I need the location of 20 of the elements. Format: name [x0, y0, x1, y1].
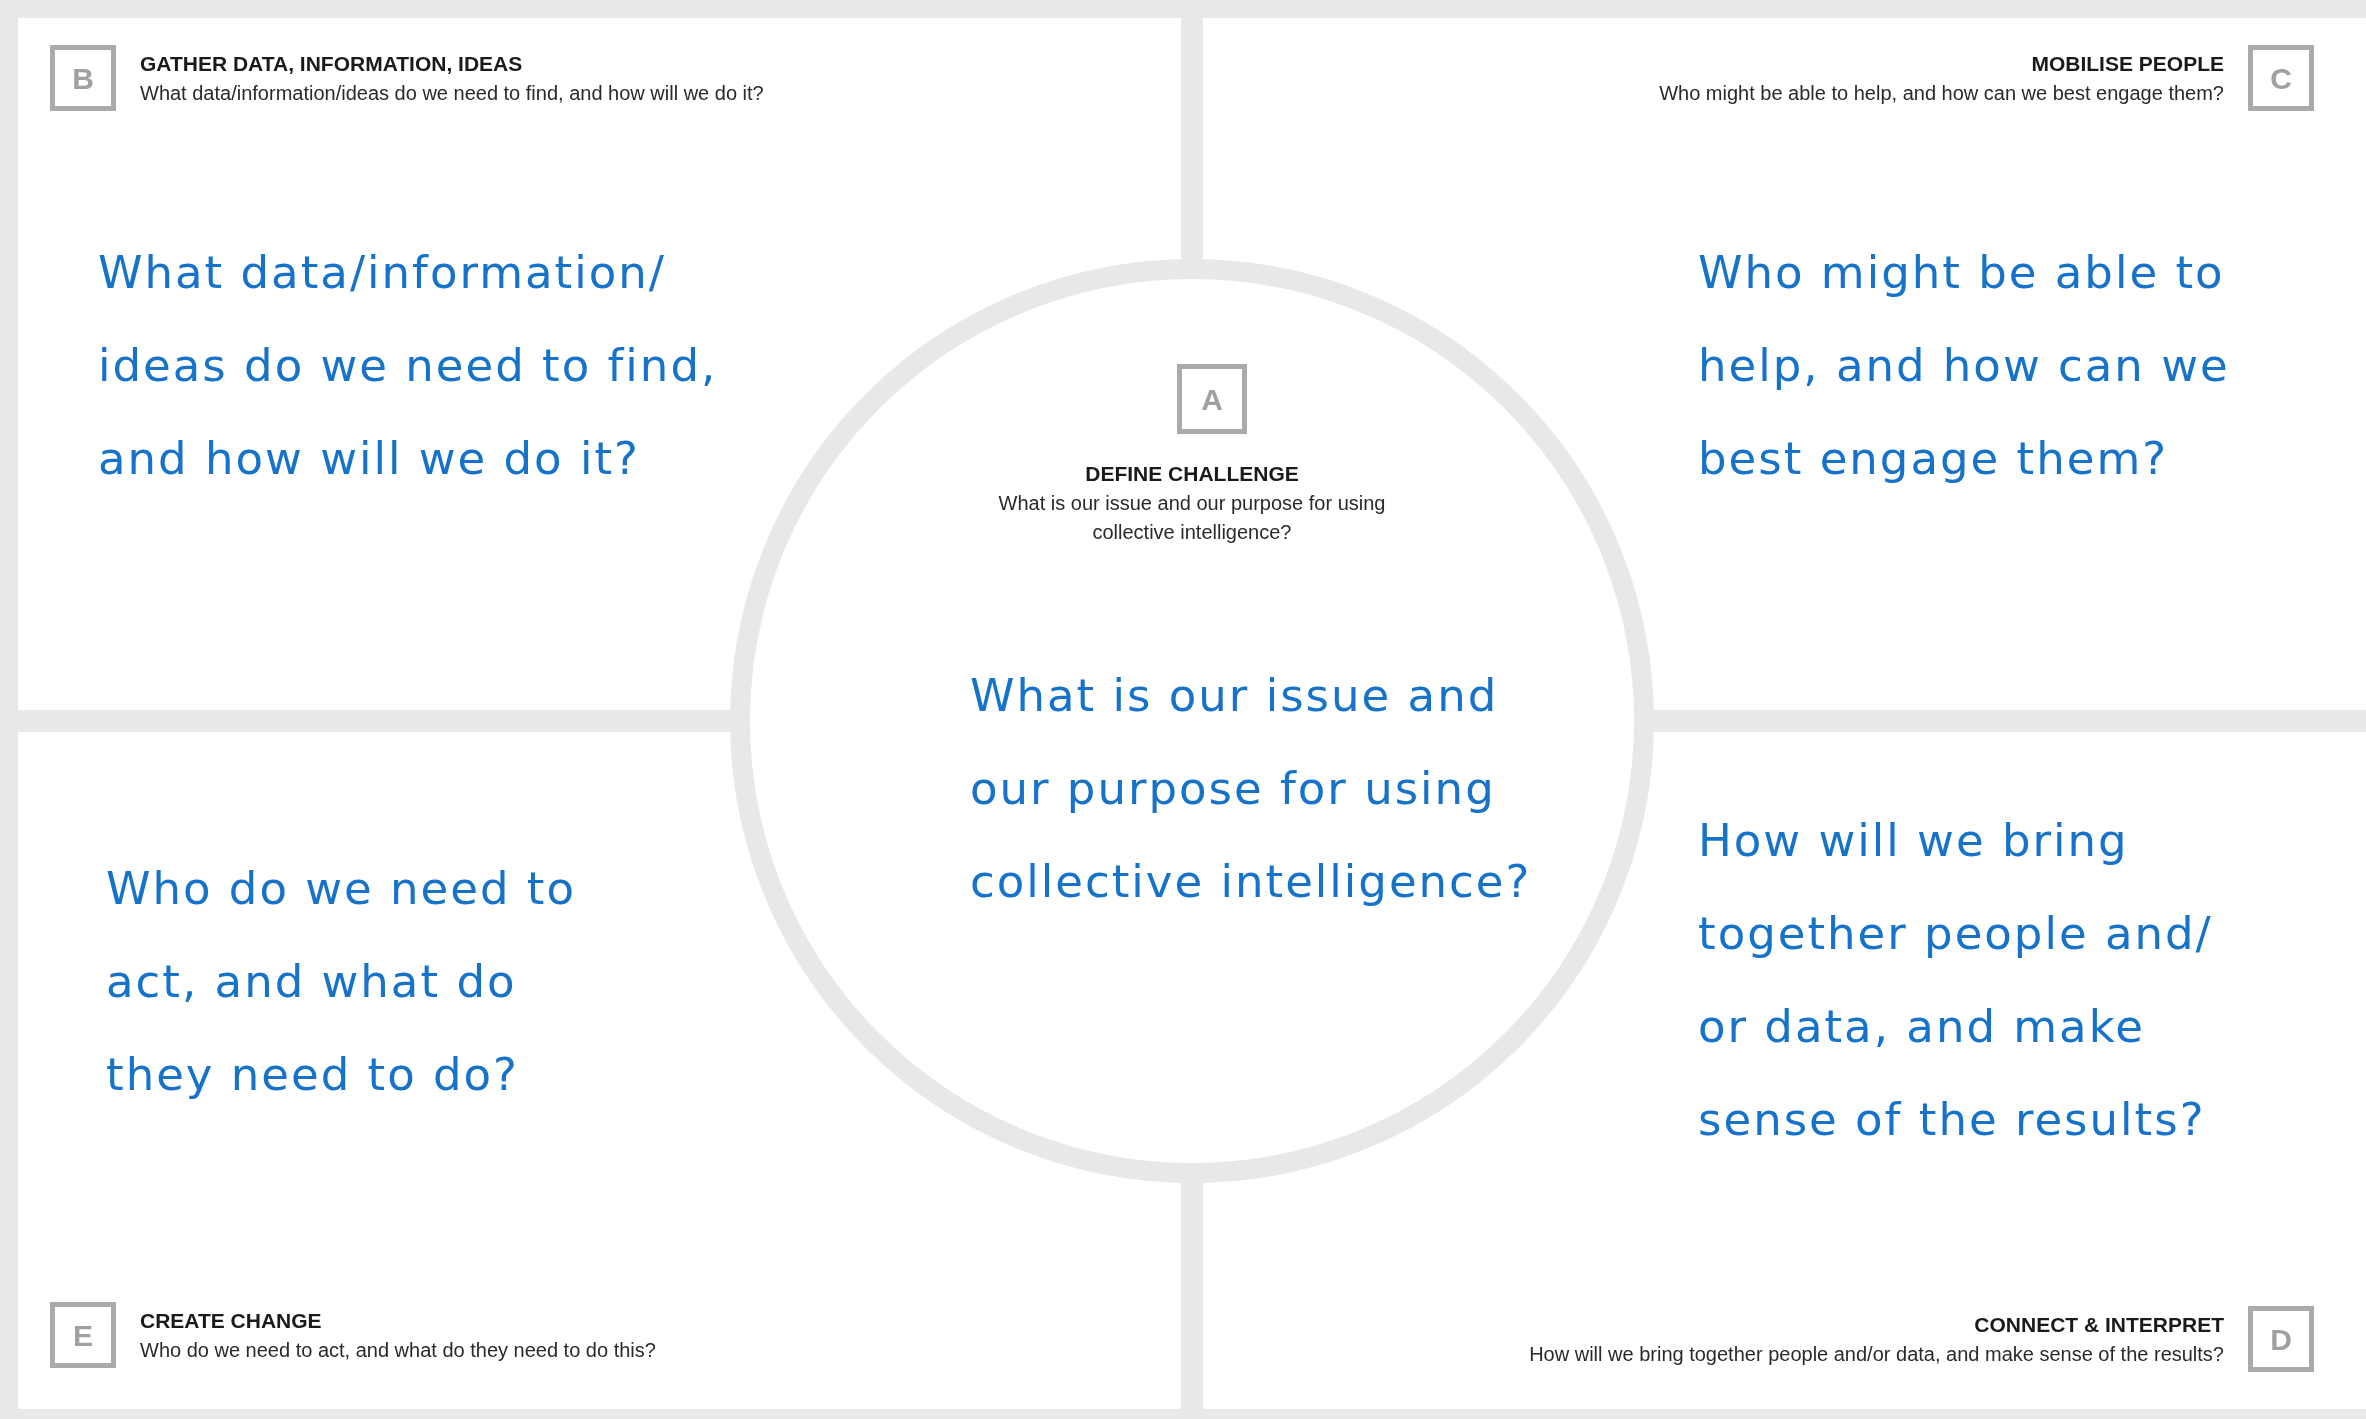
letter-box: E [50, 1302, 116, 1368]
handwritten-answer: What data/information/ ideas do we need to find, and how will we do it? [98, 245, 719, 487]
section-heading: CREATE CHANGE [140, 1307, 323, 1334]
handwritten-answer: Who might be able to help, and how can we best engage them? [1698, 245, 2231, 487]
letter-box: D [2248, 1306, 2314, 1372]
section-heading: DEFINE CHALLENGE [1084, 461, 1300, 487]
section-question: What data/information/ideas do we need to find, and how will we do it? [140, 80, 764, 106]
section-heading: CONNECT & INTERPRET [1973, 1311, 2224, 1338]
handwritten-answer: How will we bring together people and/ or data, and make sense of the results? [1698, 813, 2214, 1148]
section-question: Who do we need to act, and what do they need to do this? [140, 1337, 656, 1363]
section-question: What is our issue and our purpose for using collective intelligence? [997, 491, 1387, 545]
letter-box: A [1177, 364, 1247, 434]
letter-box: B [50, 45, 116, 111]
letter-box: C [2248, 45, 2314, 111]
section-question: How will we bring together people and/or data, and make sense of the results? [1529, 1341, 2224, 1367]
section-question: Who might be able to help, and how can we best engage them? [1659, 80, 2224, 106]
section-heading: MOBILISE PEOPLE [2030, 50, 2224, 77]
section-heading: GATHER DATA, INFORMATION, IDEAS [140, 50, 524, 77]
handwritten-answer: What is our issue and our purpose for using collective intelligence? [970, 668, 1533, 910]
handwritten-answer: Who do we need to act, and what do they need to do? [106, 861, 577, 1103]
